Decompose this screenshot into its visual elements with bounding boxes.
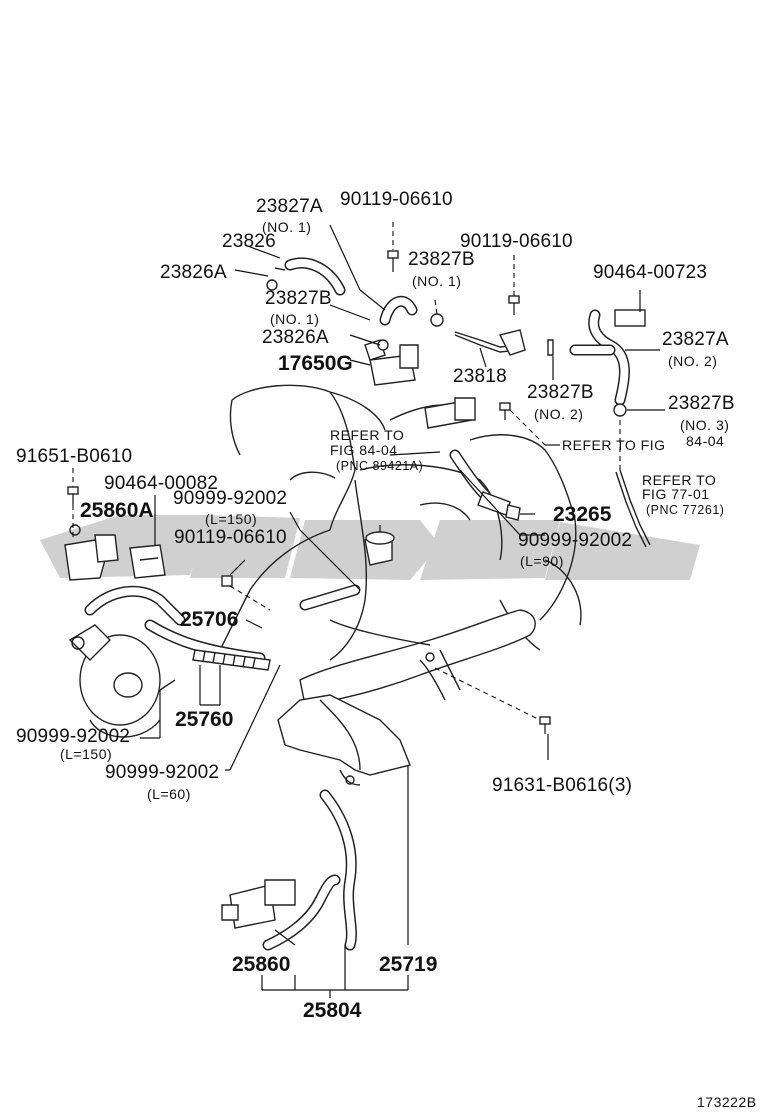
label-23827A-no1: 23827A <box>256 196 323 217</box>
label-90999-92002-l150-a: 90999-92002 <box>173 488 287 509</box>
label-23827A-no2-sub: (NO. 2) <box>668 353 717 369</box>
refer-fig-84-04-b-line2: 84-04 <box>686 433 724 449</box>
label-23827B-no3: 23827B <box>668 393 735 414</box>
bolt-icon <box>499 402 511 420</box>
vsv-17650G <box>364 339 419 386</box>
label-90464-00723: 90464-00723 <box>593 262 707 283</box>
label-25760: 25760 <box>175 708 233 731</box>
label-23826: 23826 <box>222 231 276 252</box>
label-90999-92002-l60: 90999-92002 <box>105 762 219 783</box>
refer-fig-77-01-line1: REFER TO <box>642 472 716 488</box>
label-91631-B0616: 91631-B0616(3) <box>492 775 632 796</box>
refer-fig-84-04-a-line1: REFER TO <box>330 427 404 443</box>
label-90999-92002-l150-b: 90999-92002 <box>16 726 130 747</box>
sensor-connector <box>424 397 476 429</box>
label-25706: 25706 <box>180 608 238 631</box>
label-90999-92002-l90: 90999-92002 <box>518 530 632 551</box>
bolt-icon <box>221 575 233 587</box>
label-90999-92002-l150-b-sub: (L=150) <box>60 746 112 762</box>
bolt-icon <box>539 716 551 734</box>
bracket-90464-00082 <box>129 544 166 579</box>
clip-icon <box>266 279 278 291</box>
label-23265: 23265 <box>553 503 612 526</box>
refer-fig-84-04-b-line1: REFER TO FIG <box>562 437 666 453</box>
clip-icon <box>614 309 646 327</box>
label-90119-06610-a: 90119-06610 <box>340 189 453 210</box>
label-91651-B0610: 91651-B0610 <box>16 446 132 467</box>
vsv-25860A <box>64 524 119 581</box>
label-17650G: 17650G <box>278 352 353 375</box>
bolt-icon <box>508 295 520 315</box>
bolt-icon <box>67 486 79 505</box>
hose-assembly <box>84 257 651 951</box>
clip-icon <box>613 403 627 417</box>
figure-id: 173222B <box>697 1094 757 1110</box>
vsv-25860 <box>221 879 296 929</box>
label-23827B-no1: 23827B <box>408 249 475 270</box>
label-23826A: 23826A <box>160 262 227 283</box>
label-25860A: 25860A <box>80 499 154 522</box>
label-25804: 25804 <box>303 999 362 1022</box>
label-23827A-no1-sub: (NO. 1) <box>262 219 311 235</box>
label-90999-92002-l90-sub: (L=90) <box>520 553 564 569</box>
part-labels: 23827A (NO. 1) 90119-06610 23826 23827B … <box>16 189 757 1110</box>
engine-body <box>219 384 582 786</box>
refer-fig-77-01-line3: (PNC 77261) <box>646 503 724 517</box>
label-90119-06610-c: 90119-06610 <box>174 527 287 548</box>
clip-icon <box>377 339 389 351</box>
leader-lines <box>72 222 665 998</box>
label-23827A-no2: 23827A <box>662 329 729 350</box>
refer-fig-84-04-a-line3: (PNC 89421A) <box>336 459 423 473</box>
label-23827B-no2-sub: (NO. 2) <box>534 406 583 422</box>
label-25719: 25719 <box>379 953 437 976</box>
label-23827B-no1-b: 23827B <box>265 288 332 309</box>
refer-fig-77-01-line2: FIG 77-01 <box>642 486 710 502</box>
label-90999-92002-l60-sub: (L=60) <box>147 786 191 802</box>
refer-fig-84-04-a-line2: FIG 84-04 <box>330 442 398 458</box>
label-23818: 23818 <box>453 366 507 387</box>
label-23826A-b: 23826A <box>262 327 329 348</box>
bolt-icon <box>387 250 399 272</box>
label-23827B-no1-b-sub: (NO. 1) <box>270 311 319 327</box>
clip-icon <box>547 339 554 356</box>
label-23827B-no1-sub: (NO. 1) <box>412 273 461 289</box>
turbocharger <box>68 624 176 738</box>
label-23827B-no3-sub: (NO. 3) <box>680 417 729 433</box>
label-90464-00082: 90464-00082 <box>104 473 218 494</box>
label-23827B-no2: 23827B <box>527 382 594 403</box>
bolt-icons <box>67 250 646 734</box>
clip-icon <box>430 313 444 327</box>
label-90999-92002-l150-a-sub: (L=150) <box>205 511 257 527</box>
label-25860: 25860 <box>232 953 290 976</box>
label-90119-06610-b: 90119-06610 <box>460 231 573 252</box>
